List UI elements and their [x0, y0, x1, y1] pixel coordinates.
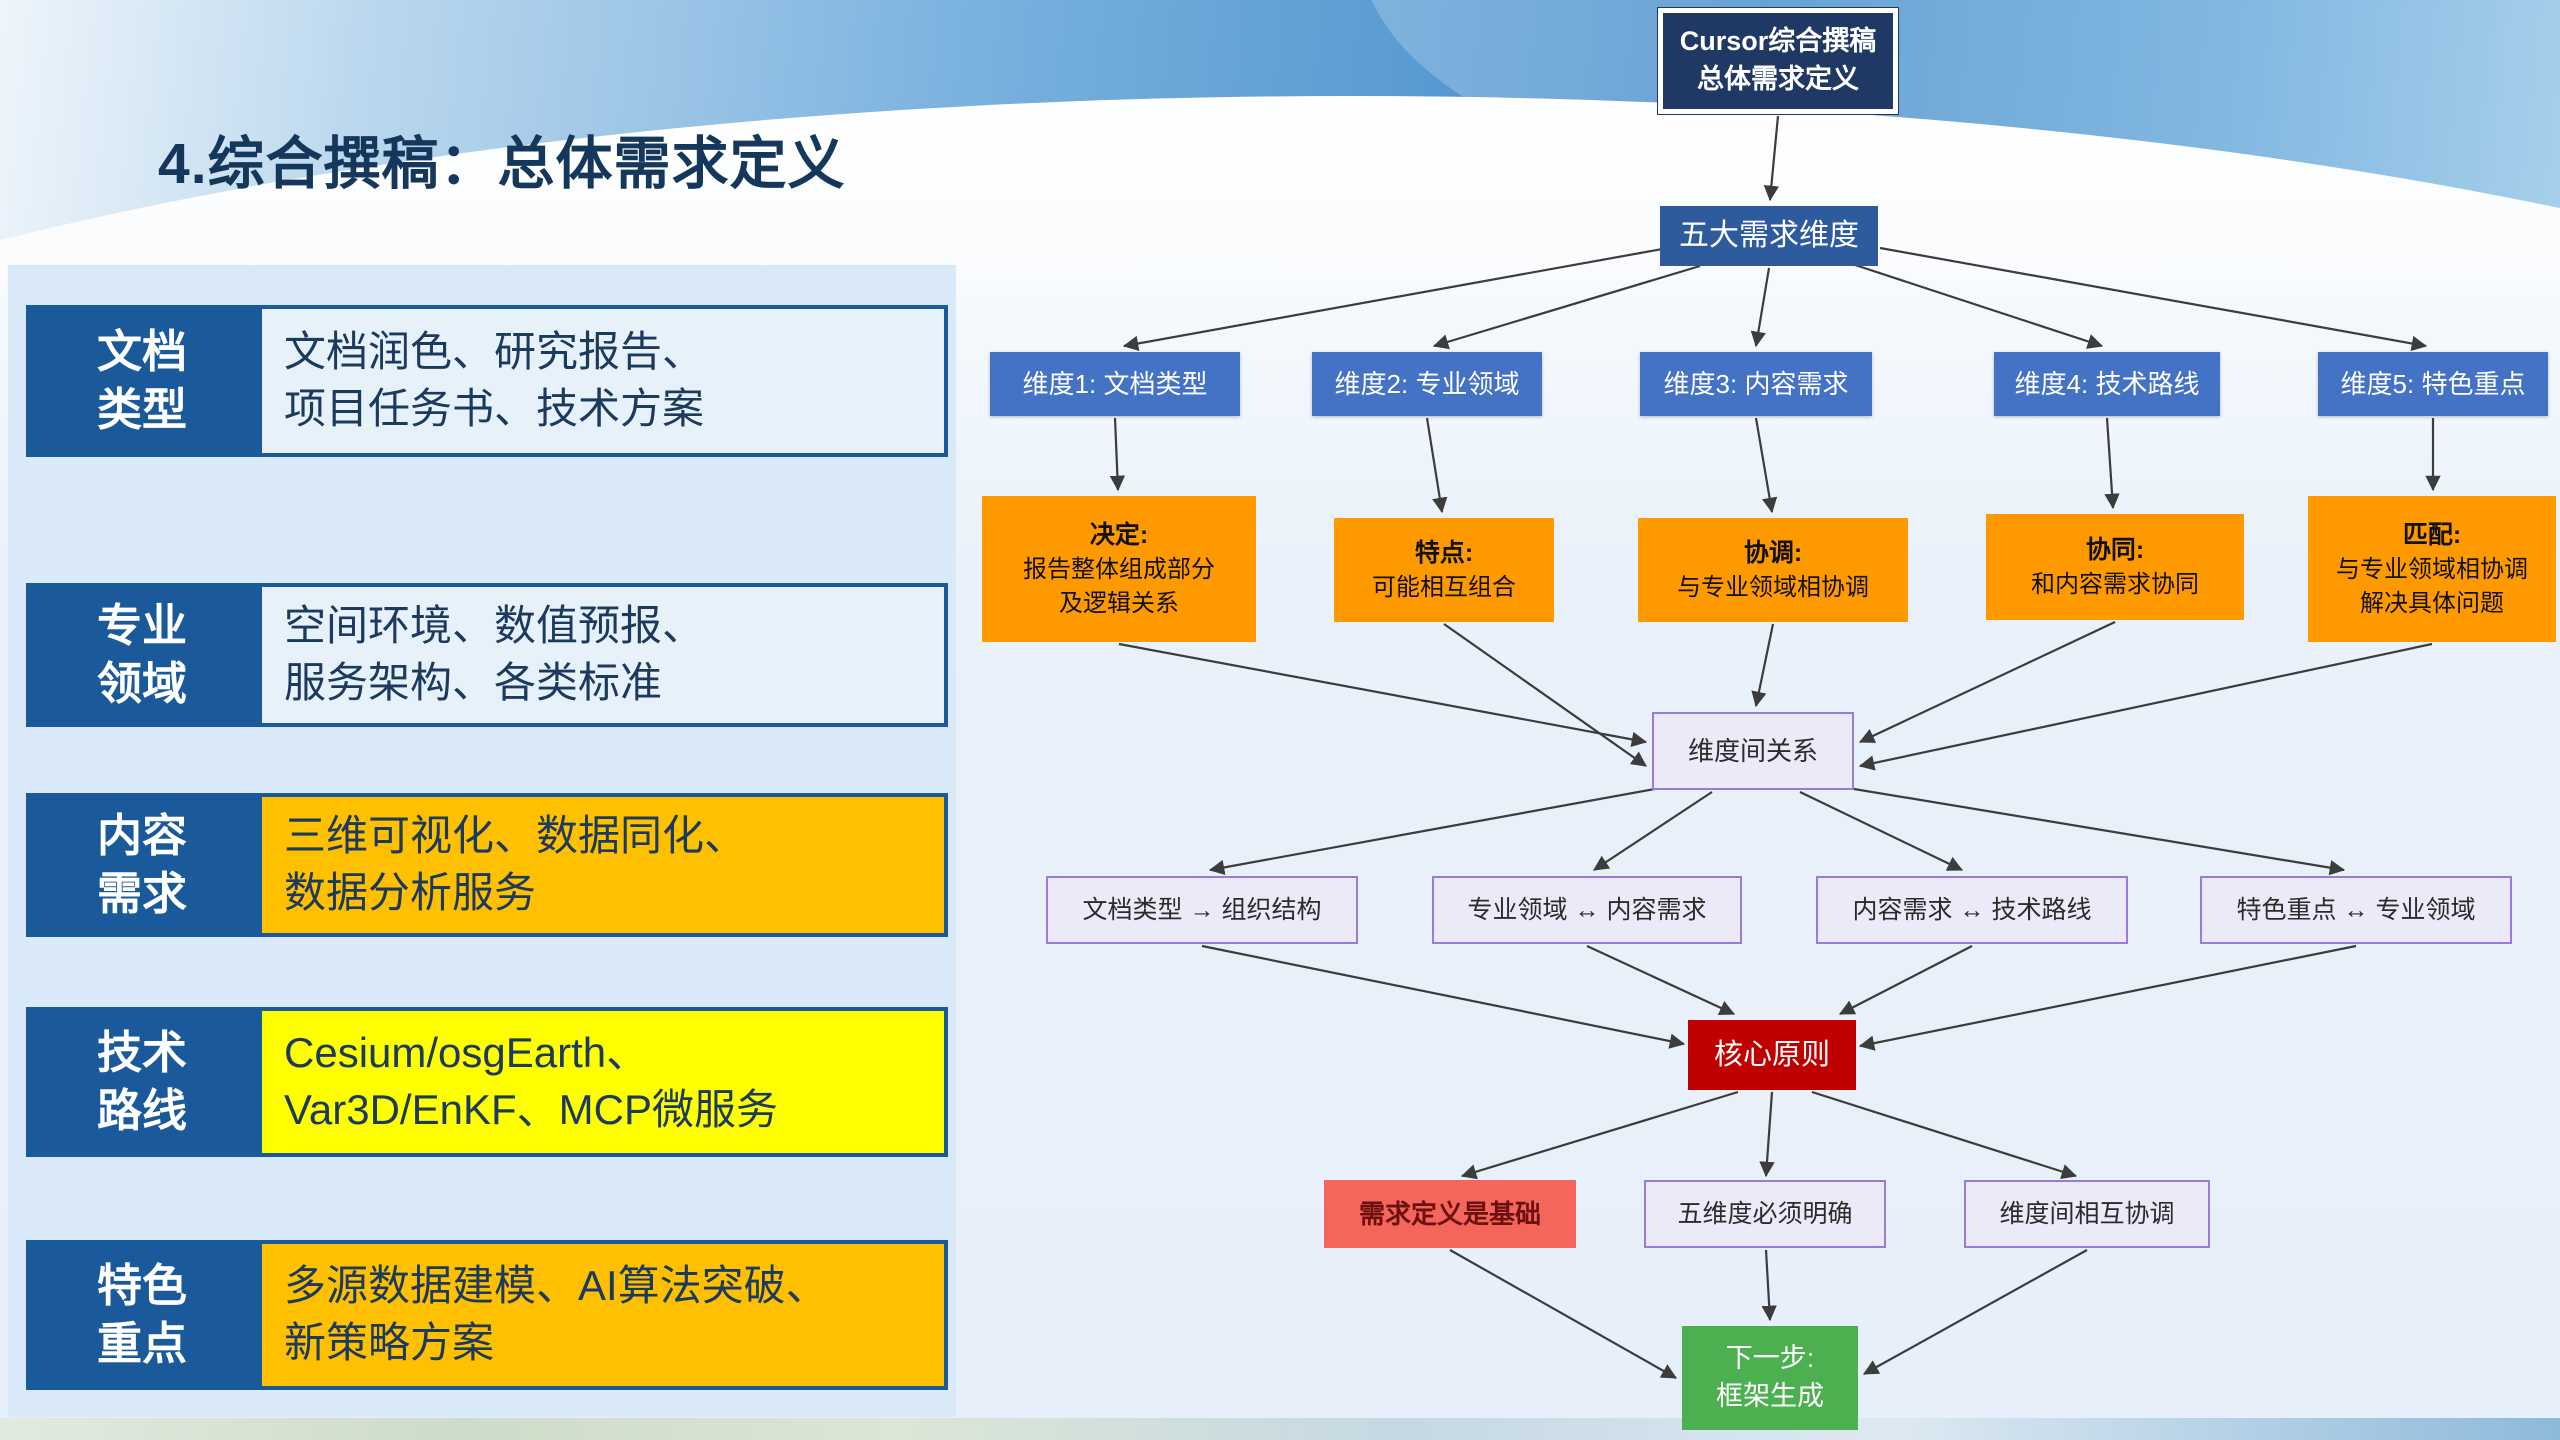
row-content: 多源数据建模、AI算法突破、 新策略方案 — [258, 1240, 948, 1390]
row-content: 文档润色、研究报告、 项目任务书、技术方案 — [258, 305, 948, 457]
slide-title: 4.综合撰稿：总体需求定义 — [158, 132, 846, 196]
flow-node-dimension-5: 维度5: 特色重点 — [2318, 352, 2548, 416]
flow-node-dimension-2: 维度2: 专业领域 — [1312, 352, 1542, 416]
flow-node-root: Cursor综合撰稿 总体需求定义 — [1658, 8, 1898, 114]
table-row: 专业领域 空间环境、数值预报、 服务架构、各类标准 — [26, 583, 948, 727]
top-banner — [0, 0, 2560, 300]
flow-node-relation-2: 专业领域 ↔ 内容需求 — [1432, 876, 1742, 944]
flow-node-principle-2: 五维度必须明确 — [1644, 1180, 1886, 1248]
row-label: 特色重点 — [26, 1240, 258, 1390]
row-content: 三维可视化、数据同化、 数据分析服务 — [258, 793, 948, 937]
flow-node-core-principle: 核心原则 — [1688, 1020, 1856, 1090]
row-content: Cesium/osgEarth、 Var3D/EnKF、MCP微服务 — [258, 1007, 948, 1157]
table-row: 特色重点 多源数据建模、AI算法突破、 新策略方案 — [26, 1240, 948, 1390]
flow-node-relation-4: 特色重点 ↔ 专业领域 — [2200, 876, 2512, 944]
flow-node-principle-1: 需求定义是基础 — [1324, 1180, 1576, 1248]
flow-node-detail-1: 决定: 报告整体组成部分 及逻辑关系 — [982, 496, 1256, 642]
row-label: 内容需求 — [26, 793, 258, 937]
bottom-photo-strip — [0, 1418, 2560, 1440]
flow-node-dimension-1: 维度1: 文档类型 — [990, 352, 1240, 416]
flow-node-relation-3: 内容需求 ↔ 技术路线 — [1816, 876, 2128, 944]
flow-node-relations-hub: 维度间关系 — [1652, 712, 1854, 790]
flow-node-detail-3: 协调: 与专业领域相协调 — [1638, 518, 1908, 622]
flow-node-hub: 五大需求维度 — [1660, 206, 1878, 266]
flow-node-dimension-3: 维度3: 内容需求 — [1640, 352, 1872, 416]
flow-node-dimension-4: 维度4: 技术路线 — [1994, 352, 2220, 416]
row-label: 专业领域 — [26, 583, 258, 727]
row-content: 空间环境、数值预报、 服务架构、各类标准 — [258, 583, 948, 727]
row-label: 文档类型 — [26, 305, 258, 457]
table-row: 文档类型 文档润色、研究报告、 项目任务书、技术方案 — [26, 305, 948, 457]
flow-node-detail-4: 协同: 和内容需求协同 — [1986, 514, 2244, 620]
flow-node-principle-3: 维度间相互协调 — [1964, 1180, 2210, 1248]
requirements-table: 文档类型 文档润色、研究报告、 项目任务书、技术方案 专业领域 空间环境、数值预… — [8, 265, 956, 1417]
flow-node-relation-1: 文档类型 → 组织结构 — [1046, 876, 1358, 944]
table-row: 内容需求 三维可视化、数据同化、 数据分析服务 — [26, 793, 948, 937]
flow-node-detail-5: 匹配: 与专业领域相协调 解决具体问题 — [2308, 496, 2556, 642]
flow-node-next-step: 下一步: 框架生成 — [1682, 1326, 1858, 1430]
table-row: 技术路线 Cesium/osgEarth、 Var3D/EnKF、MCP微服务 — [26, 1007, 948, 1157]
row-label: 技术路线 — [26, 1007, 258, 1157]
flow-node-detail-2: 特点: 可能相互组合 — [1334, 518, 1554, 622]
